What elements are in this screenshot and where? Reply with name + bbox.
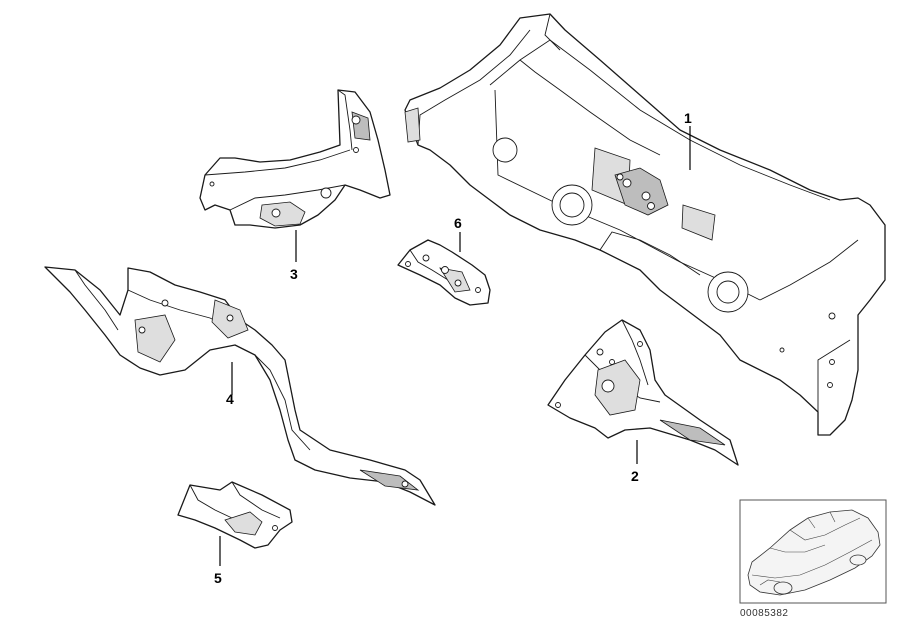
part-6-gusset-plate[interactable]	[397, 239, 491, 306]
part-2-side-member[interactable]	[547, 319, 739, 466]
part-5-small-bracket[interactable]	[177, 481, 293, 549]
callout-5[interactable]: 5	[214, 570, 222, 586]
reference-number: 00085382	[740, 608, 789, 619]
callout-6[interactable]: 6	[454, 215, 462, 231]
part-4-long-member[interactable]	[44, 266, 436, 506]
part-1-bulkhead[interactable]	[404, 13, 886, 436]
callout-2[interactable]: 2	[631, 468, 639, 484]
part-3-bracket[interactable]	[199, 89, 391, 229]
callout-4[interactable]: 4	[226, 391, 234, 407]
callout-1[interactable]: 1	[684, 110, 692, 126]
vehicle-locator-thumbnail[interactable]	[739, 499, 887, 604]
callout-3[interactable]: 3	[290, 266, 298, 282]
